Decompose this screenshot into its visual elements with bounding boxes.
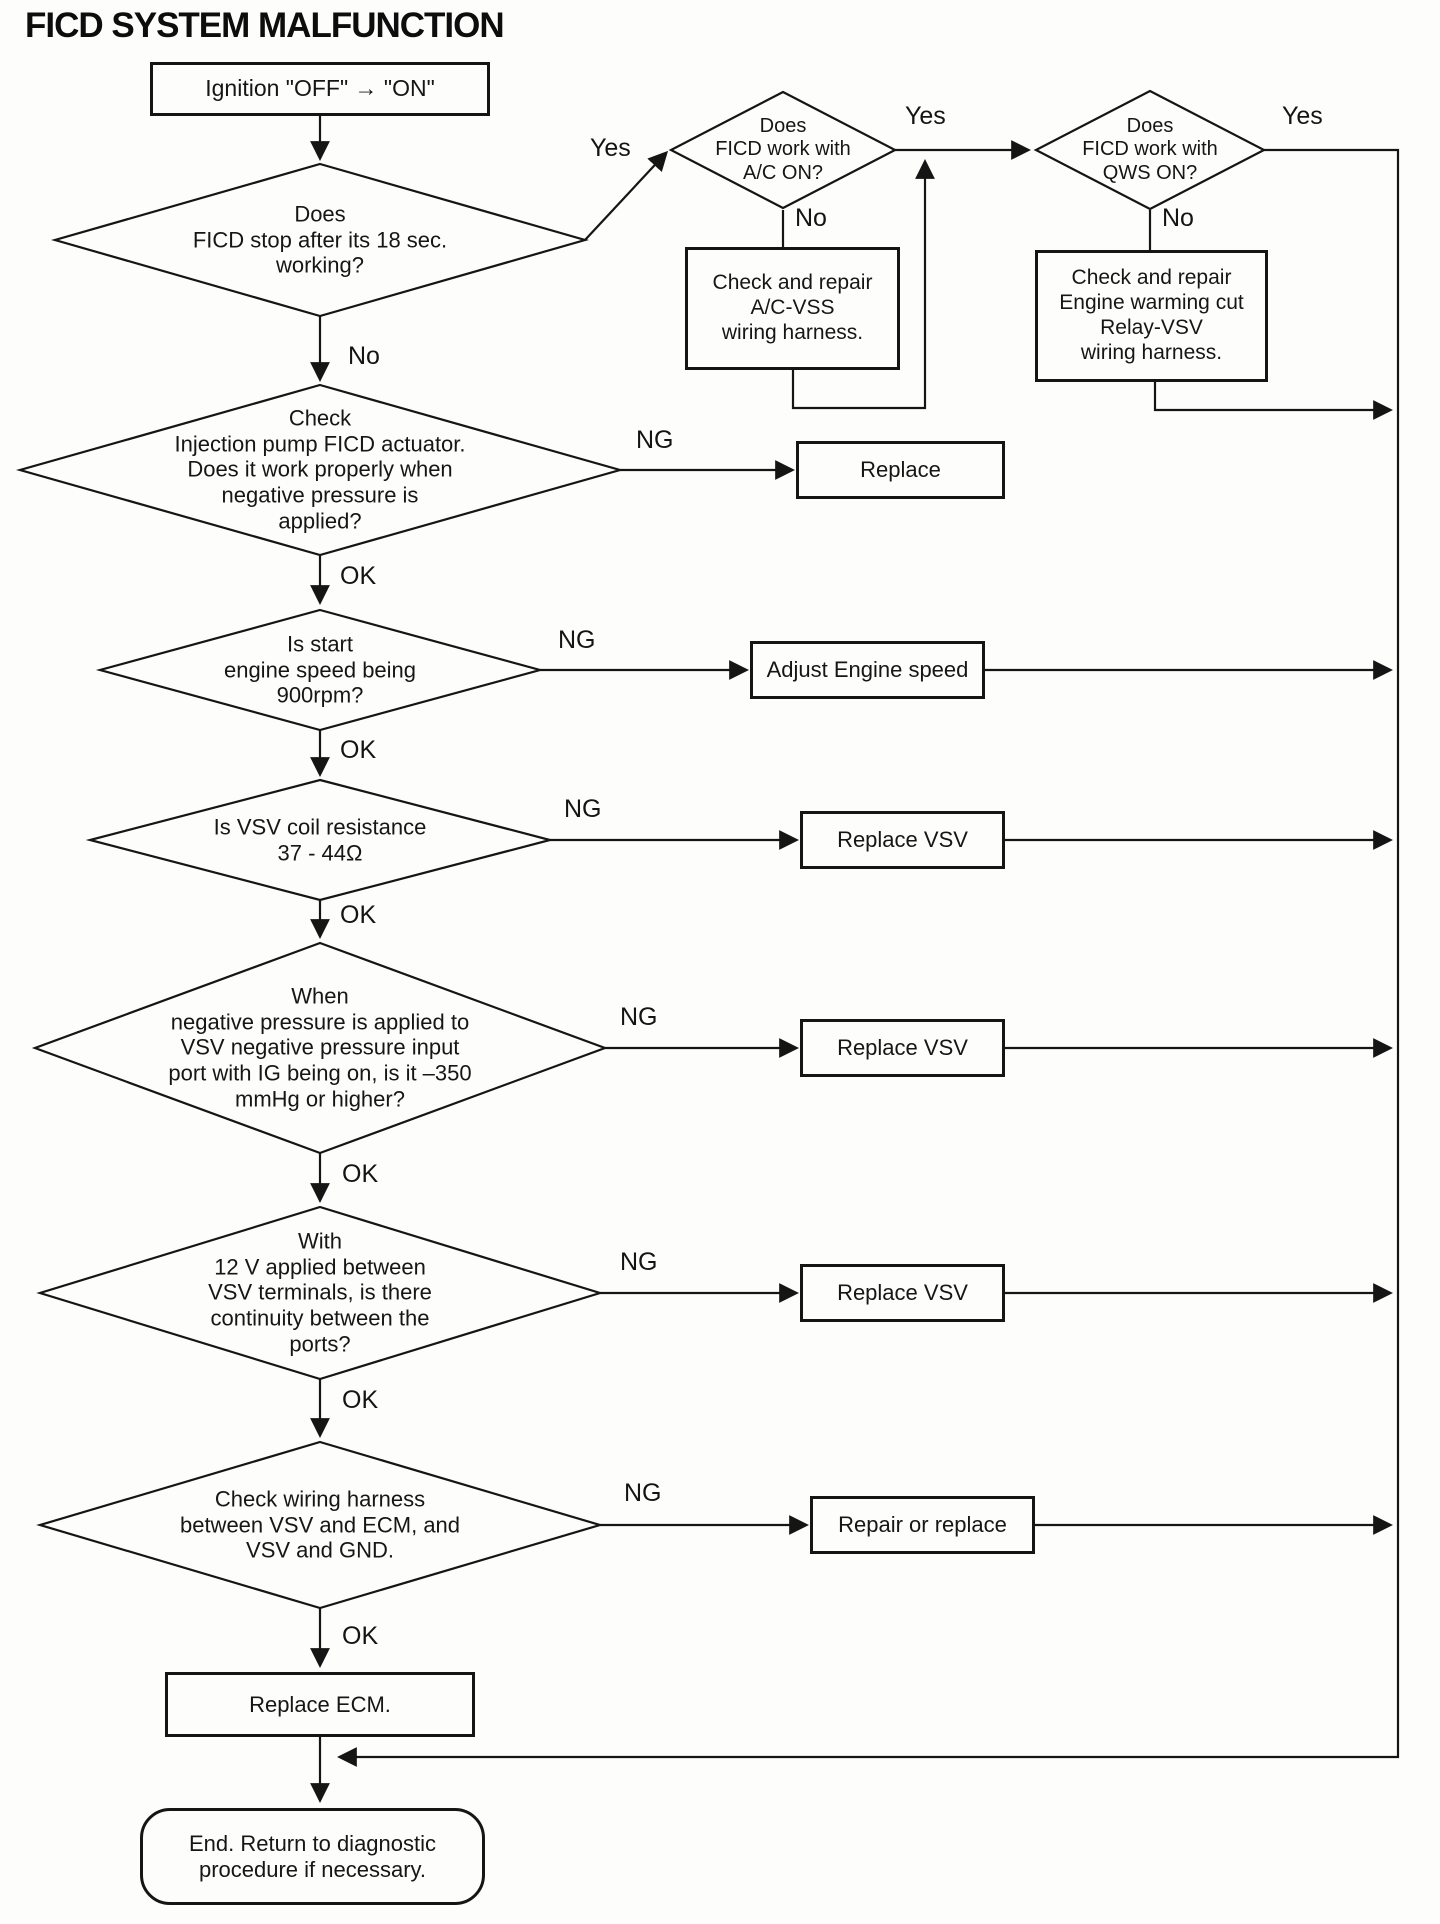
label-ng-d2: NG: [636, 426, 674, 454]
label-no-qws: No: [1162, 204, 1194, 232]
node-adjust-engine-speed: Adjust Engine speed: [750, 641, 985, 699]
node-replace-vsv-3: Replace VSV: [800, 1264, 1005, 1322]
diamond-vsv-coil-resistance: [85, 778, 555, 902]
diamond-check-wiring-harness: [36, 1440, 604, 1610]
node-repair-or-replace: Repair or replace: [810, 1496, 1035, 1554]
label-ok-d6: OK: [342, 1386, 379, 1414]
diamond-ficd-work-qws-on: [1033, 89, 1267, 211]
label-yes-qws: Yes: [1282, 102, 1323, 130]
node-replace: Replace: [796, 441, 1005, 499]
node-ignition-off-on: Ignition "OFF" → "ON": [150, 62, 490, 116]
diamond-ficd-stop-18sec: [51, 162, 589, 318]
label-ok-d5: OK: [342, 1160, 379, 1188]
diamond-text-ficd-stop: Does FICD stop after its 18 sec. working…: [192, 201, 448, 278]
page-title: FICD SYSTEM MALFUNCTION: [25, 6, 505, 45]
diamond-start-engine-speed: [95, 608, 545, 732]
label-yes-d1: Yes: [590, 134, 631, 162]
edge-qws-yes-rail-return: [337, 148, 1400, 1767]
edge-d1-yes-to-ac: [584, 150, 669, 241]
label-ok-d3: OK: [340, 736, 377, 764]
diamond-text-ac-on: Does FICD work with A/C ON?: [715, 114, 851, 184]
label-ng-d4: NG: [564, 795, 602, 823]
diamond-text-900rpm: Is start engine speed being 900rpm?: [223, 631, 417, 708]
node-replace-ecm: Replace ECM.: [165, 1672, 475, 1737]
node-replace-vsv-1: Replace VSV: [800, 811, 1005, 869]
diamond-text-qws-on: Does FICD work with QWS ON?: [1082, 114, 1218, 184]
node-check-repair-ac-vss: Check and repair A/C-VSS wiring harness.: [685, 247, 900, 370]
node-replace-vsv-2: Replace VSV: [800, 1019, 1005, 1077]
diamond-text-350mmhg: When negative pressure is applied to VSV…: [168, 983, 472, 1112]
diamond-ficd-work-ac-on: [668, 90, 898, 210]
diamond-injection-pump-actuator: [15, 383, 625, 557]
label-ok-d2: OK: [340, 562, 377, 590]
label-ng-d3: NG: [558, 626, 596, 654]
diamond-negative-pressure-350mmhg: [31, 941, 609, 1155]
diamond-text-actuator: Check Injection pump FICD actuator. Does…: [174, 405, 466, 534]
label-no-ac: No: [795, 204, 827, 232]
node-end-terminator: End. Return to diagnostic procedure if n…: [140, 1808, 485, 1905]
diamond-text-12v-continuity: With 12 V applied between VSV terminals,…: [208, 1228, 432, 1357]
edge-acbox-loop-up: [791, 159, 935, 410]
label-no-d1: No: [348, 342, 380, 370]
label-ok-d7: OK: [342, 1622, 379, 1650]
label-ng-d5: NG: [620, 1003, 658, 1031]
label-ok-d4: OK: [340, 901, 377, 929]
diamond-12v-continuity: [36, 1205, 604, 1381]
diamond-text-wiring-harness: Check wiring harness between VSV and ECM…: [179, 1486, 461, 1563]
label-ng-d6: NG: [620, 1248, 658, 1276]
label-ng-d7: NG: [624, 1479, 662, 1507]
edge-relaybox-to-rail: [1153, 382, 1393, 420]
diamond-text-coil-resistance: Is VSV coil resistance 37 - 44Ω: [213, 814, 427, 865]
node-check-repair-relay-vsv: Check and repair Engine warming cut Rela…: [1035, 250, 1268, 382]
label-yes-ac: Yes: [905, 102, 946, 130]
